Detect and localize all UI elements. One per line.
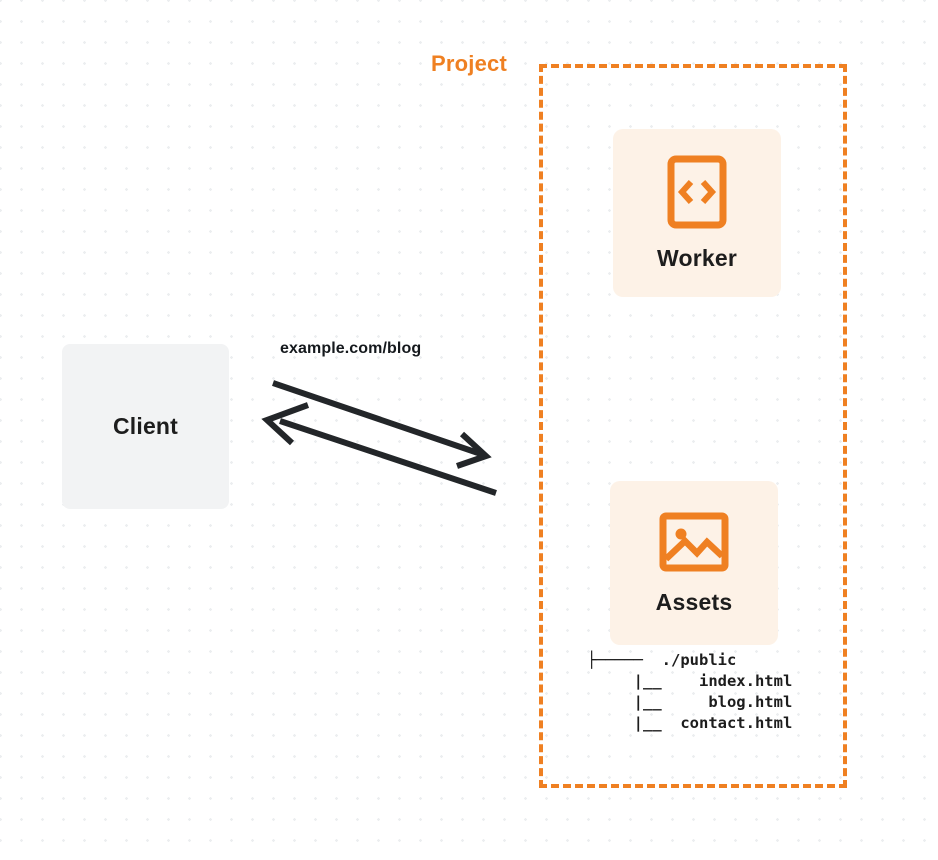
worker-label: Worker — [656, 244, 738, 271]
connection-arrows — [261, 380, 497, 496]
project-title: Project — [422, 51, 516, 77]
file-tree-line: ├───── ./public — [587, 651, 737, 669]
file-tree-line: |__ blog.html — [587, 693, 793, 711]
connection-label: example.com/blog — [280, 340, 422, 357]
response-arrow-left — [261, 402, 497, 496]
code-brackets-icon — [667, 155, 727, 228]
client-label: Client — [112, 413, 179, 439]
assets-file-tree: ├───── ./public |__ index.html |__ blog.… — [587, 650, 792, 734]
request-arrow-right — [272, 380, 492, 469]
worker-node[interactable]: Worker — [613, 129, 781, 297]
file-tree-line: |__ contact.html — [587, 714, 793, 732]
assets-node[interactable]: Assets — [610, 481, 778, 645]
client-node[interactable]: Client — [62, 344, 229, 509]
project-container — [539, 64, 847, 788]
assets-label: Assets — [655, 588, 733, 615]
image-icon — [659, 512, 729, 571]
file-tree-line: |__ index.html — [587, 672, 793, 690]
